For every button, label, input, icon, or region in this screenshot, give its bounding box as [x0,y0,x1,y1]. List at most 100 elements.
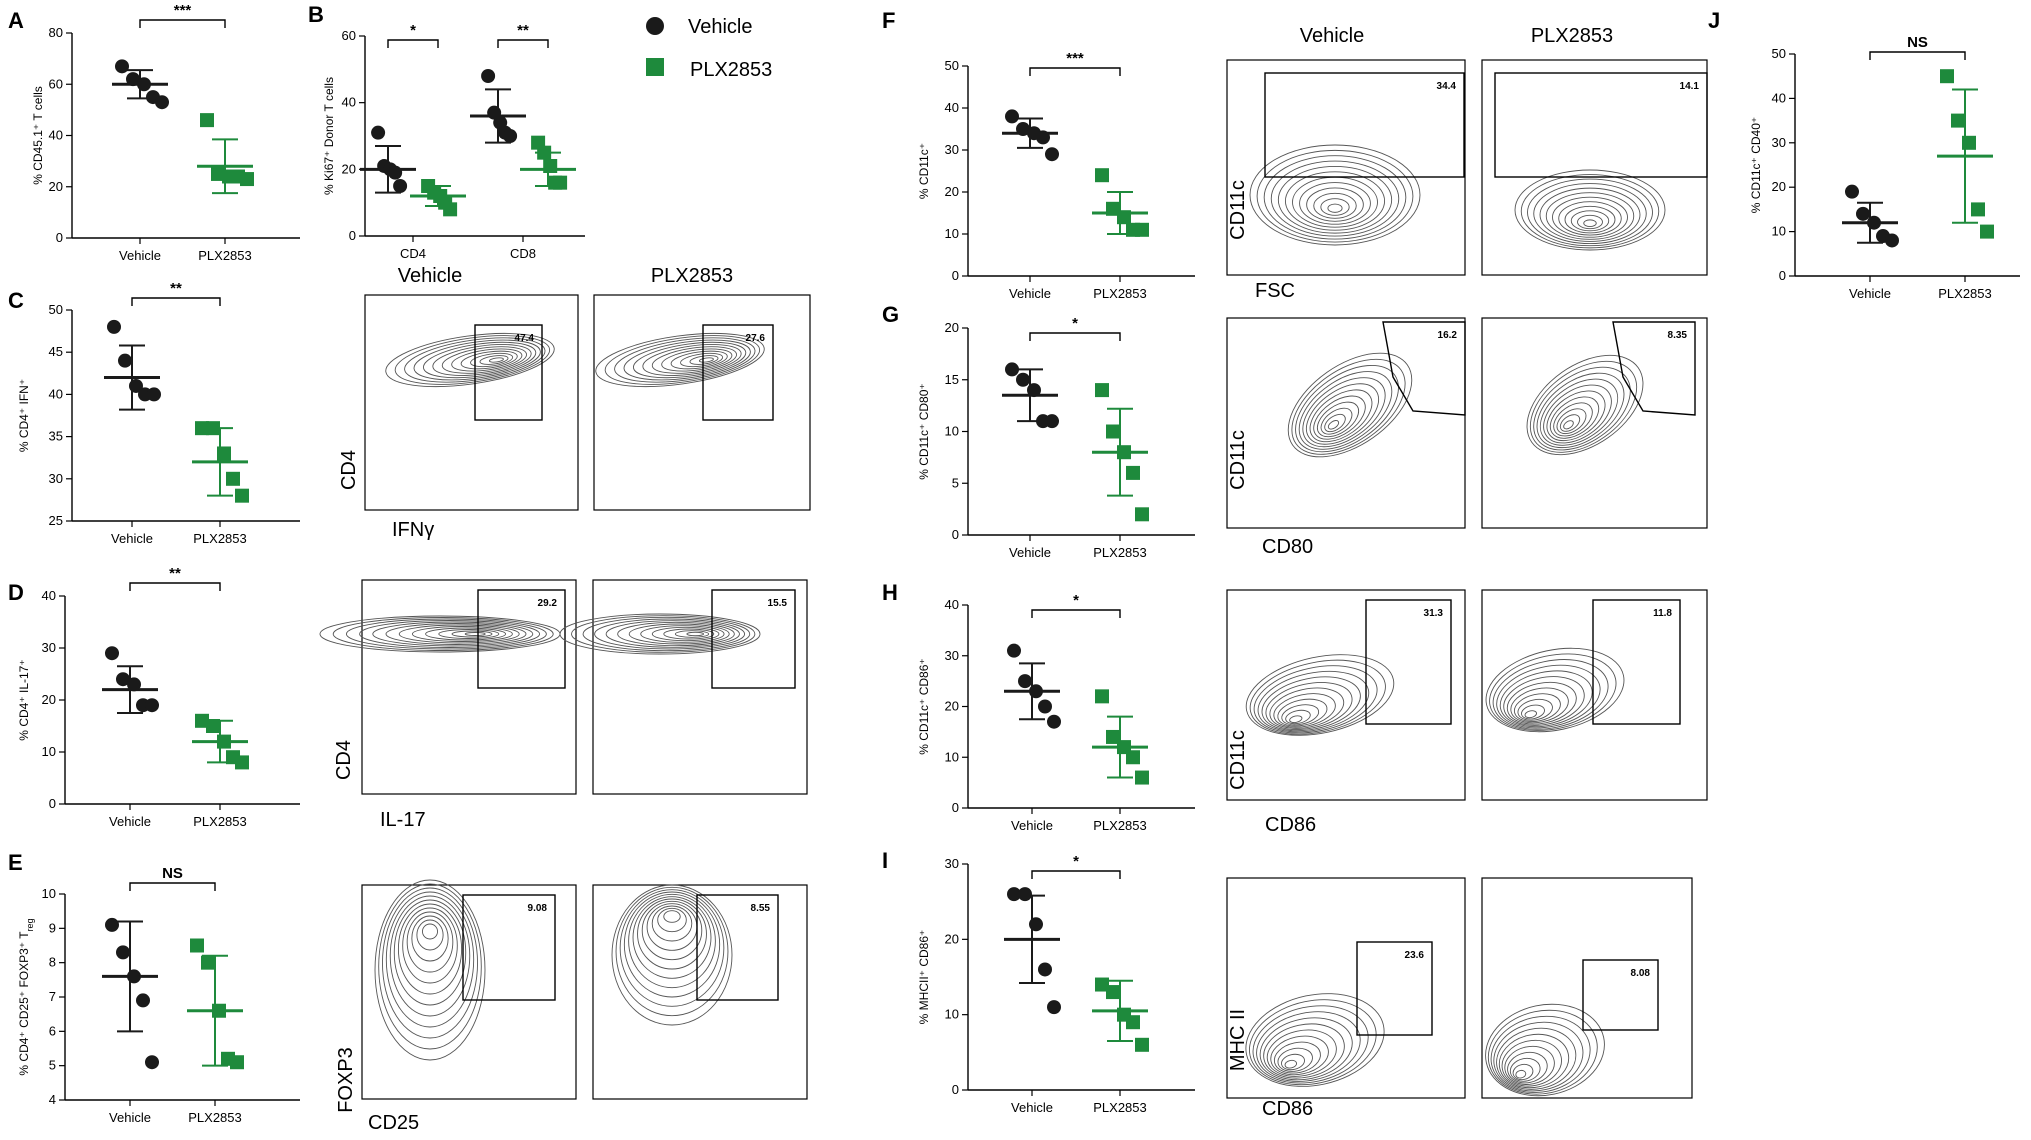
y-tick-label: 10 [42,886,56,901]
legend-plx-marker [646,58,664,76]
density-contour [1487,1009,1598,1095]
gate-percentage: 47.4 [515,333,535,344]
flow-frame [1226,589,1466,801]
y-tick-label: 30 [945,142,959,157]
y-tick-label: 50 [1772,46,1786,61]
x-category-label: Vehicle [1011,818,1053,833]
flow-x-axis-label: CD25 [368,1112,419,1134]
vehicle-point [118,353,132,368]
density-contour [1492,659,1609,730]
gate [702,324,774,421]
density-contour [1327,420,1340,430]
y-tick-label: 30 [945,856,959,871]
density-contour [1313,395,1366,440]
significance-label: ** [169,565,181,582]
density-contour [1577,214,1603,230]
density-contour [582,616,751,652]
density-contour [689,355,719,365]
density-contour [640,625,725,643]
density-contour [1513,693,1561,722]
plx-point [235,755,249,770]
density-contour [1252,1005,1369,1084]
plx-point [443,202,458,217]
gate [1592,599,1681,725]
flow-frame [592,579,808,795]
density-contour [1253,665,1378,734]
density-contour [382,887,478,1039]
density-contour [686,631,704,637]
gate-percentage: 29.2 [538,598,558,609]
density-contour [604,335,761,385]
density-contour [1570,210,1610,232]
vehicle-point [1856,206,1870,221]
density-contour [641,900,703,961]
density-contour [1263,155,1407,240]
density-contour [1309,389,1373,443]
density-contour [1292,176,1378,228]
y-tick-label: 0 [952,800,959,815]
plx-point [1126,750,1140,765]
density-contour [1291,358,1406,455]
vehicle-point [115,59,129,74]
flow-frame [1226,317,1466,529]
y-tick-label: 10 [945,749,959,764]
density-contour [651,346,737,374]
density-contour [1499,670,1593,728]
y-tick-label: 45 [49,344,63,359]
density-contour [1539,378,1619,446]
density-contour [1526,354,1644,456]
significance-bracket [1869,51,1966,60]
density-contour [1504,1045,1555,1085]
density-contour [464,632,486,636]
gate-percentage: 31.3 [1424,608,1444,619]
y-tick-label: 10 [42,744,56,759]
y-axis-label: % CD4⁺ IFN⁺ [17,379,31,452]
x-category-label: PLX2853 [1093,286,1147,301]
density-contour [1284,171,1386,231]
plx-point [1980,224,1994,239]
density-contour [1249,144,1421,246]
vehicle-point [1018,674,1032,689]
y-tick-label: 50 [945,58,959,73]
flow-y-axis-label: CD4 [333,740,355,780]
density-contour [411,915,449,962]
y-tick-label: 8 [49,955,56,970]
density-contour [1257,670,1370,733]
density-contour [1313,192,1357,219]
vehicle-point [1038,699,1052,714]
density-contour [393,899,467,1006]
y-tick-label: 40 [42,588,56,603]
plx-point [226,471,240,486]
y-tick-label: 5 [49,1058,56,1073]
y-tick-label: 40 [1772,90,1786,105]
density-contour [404,337,546,383]
gate-percentage: 11.8 [1653,608,1672,619]
density-contour [1306,383,1379,445]
density-contour [571,615,756,653]
y-tick-label: 40 [342,95,356,110]
vehicle-point [155,95,169,110]
vehicle-point [1047,714,1061,729]
density-contour [1302,377,1386,448]
gate [477,589,566,689]
y-axis-label: % Ki67⁺ Donor T cells [322,77,336,195]
y-tick-label: 10 [945,424,959,439]
density-contour [1506,681,1577,725]
panel-letter-D: D [8,580,24,605]
density-contour [398,624,520,644]
flow-frame [1481,589,1708,801]
density-contour [416,919,444,951]
y-tick-label: 30 [1772,135,1786,150]
density-contour [359,620,541,648]
plx-point [1135,507,1149,522]
significance-bracket [139,19,226,28]
y-tick-label: 0 [952,1082,959,1097]
significance-label: *** [174,2,192,19]
gate-percentage: 27.6 [746,333,766,344]
panel-letter-G: G [882,302,899,327]
